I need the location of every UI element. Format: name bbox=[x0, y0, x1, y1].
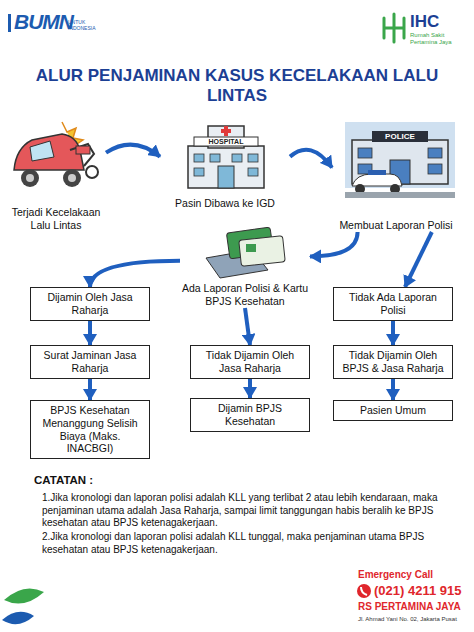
address-text: Jl. Ahmad Yani No. 02, Jakarta Pusat bbox=[358, 616, 472, 622]
logo-subtext: Pertamina Jaya bbox=[410, 39, 472, 45]
flow-arrow bbox=[391, 379, 395, 400]
phone-number: (021) 4211 915 bbox=[374, 583, 472, 598]
hospital-illustration bbox=[188, 126, 264, 188]
node-text: Surat Jaminan Jasa Raharja bbox=[35, 349, 145, 375]
note-text: 2.Jika kronologi dan laporan polisi adal… bbox=[42, 531, 452, 556]
process-box: Tidak Dijamin Oleh BPJS & Jasa Raharja bbox=[333, 345, 453, 379]
node-text: Pasin Dibawa ke IGD bbox=[175, 197, 275, 210]
node-text: Dijamin BPJS Kesehatan bbox=[195, 402, 305, 428]
process-box: Tidak Dijamin Oleh Jasa Raharja bbox=[190, 345, 310, 379]
process-box: Surat Jaminan Jasa Raharja bbox=[30, 345, 150, 379]
process-box: Pasien Umum bbox=[333, 400, 453, 421]
police-station-illustration bbox=[345, 122, 455, 198]
node-text: Membuat Laporan Polisi bbox=[339, 219, 452, 232]
flow-arrow bbox=[391, 321, 395, 345]
illustration-node: Terjadi Kecelakaan Lalu Lintas bbox=[6, 110, 106, 232]
node-text: Tidak Dijamin Oleh Jasa Raharja bbox=[195, 349, 305, 375]
process-box: Dijamin Oleh Jasa Raharja bbox=[30, 287, 150, 321]
node-text: Ada Laporan Polisi & Kartu BPJS Kesehata… bbox=[180, 282, 310, 308]
flow-arrow bbox=[290, 150, 332, 168]
flow-arrow bbox=[90, 261, 180, 287]
note-text: 1.Jika kronologi dan laporan polisi adal… bbox=[42, 492, 452, 530]
note-heading: CATATAN : bbox=[34, 474, 154, 486]
flow-arrow bbox=[88, 379, 92, 400]
process-box: BPJS Kesehatan Menanggung Selisih Biaya … bbox=[30, 400, 150, 459]
flow-arrow bbox=[405, 232, 432, 287]
card-illustration bbox=[206, 227, 285, 278]
flow-arrow bbox=[245, 308, 250, 345]
emergency-heading: Emergency Call bbox=[358, 569, 468, 580]
crash-illustration bbox=[14, 122, 98, 187]
diagram-title: ALUR PENJAMINAN KASUS KECELAKAAN LALU LI… bbox=[20, 66, 454, 107]
flow-arrow bbox=[248, 379, 252, 398]
logo-text: IHC bbox=[410, 12, 450, 32]
logo-subtext: Rumah Sakit bbox=[410, 32, 470, 38]
flow-arrow bbox=[310, 232, 358, 256]
sign-text: HOSPITAL bbox=[194, 138, 258, 146]
logo-subtext: UNTUK INDONESIA bbox=[68, 20, 108, 31]
node-text: Tidak Ada Laporan Polisi bbox=[338, 291, 448, 317]
flow-arrow bbox=[88, 321, 92, 345]
node-text: Pasien Umum bbox=[338, 404, 448, 417]
node-text: Tidak Dijamin Oleh BPJS & Jasa Raharja bbox=[338, 349, 448, 375]
process-box: Tidak Ada Laporan Polisi bbox=[333, 287, 453, 321]
illustration-node: Pasin Dibawa ke IGD bbox=[160, 118, 290, 210]
flow-arrow bbox=[106, 145, 160, 157]
sign-text: POLICE bbox=[372, 132, 428, 141]
node-text: BPJS Kesehatan Menanggung Selisih Biaya … bbox=[35, 404, 145, 455]
process-box: Dijamin BPJS Kesehatan bbox=[190, 398, 310, 432]
node-text: Dijamin Oleh Jasa Raharja bbox=[35, 291, 145, 317]
illustration-node: Ada Laporan Polisi & Kartu BPJS Kesehata… bbox=[180, 222, 310, 308]
node-text: Terjadi Kecelakaan Lalu Lintas bbox=[6, 206, 106, 232]
hospital-name: RS PERTAMINA JAYA bbox=[358, 601, 470, 612]
